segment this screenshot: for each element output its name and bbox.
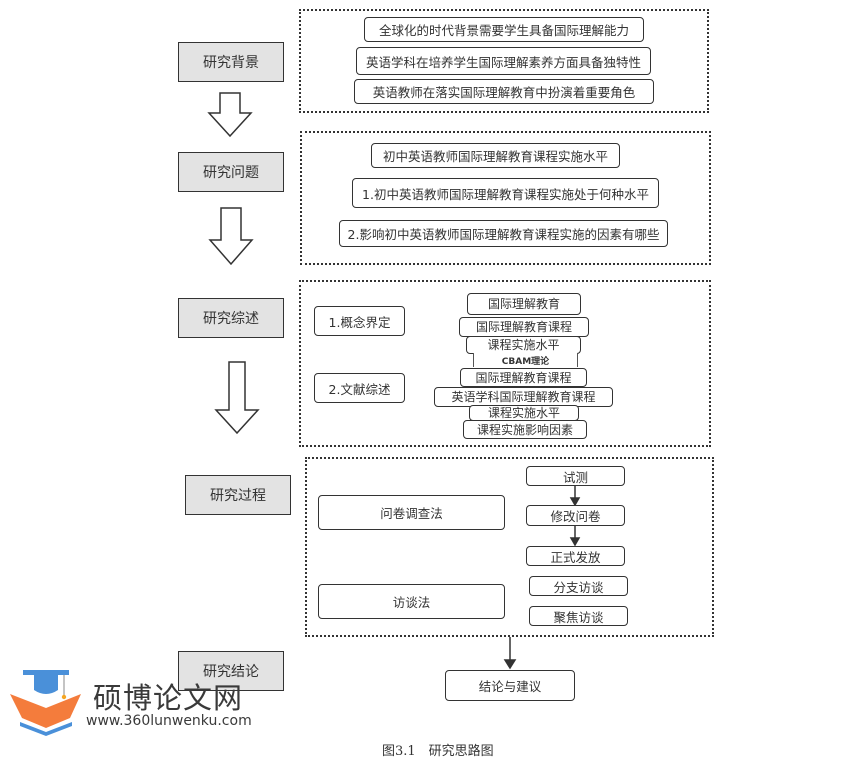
question-main-text: 初中英语教师国际理解教育课程实施水平 bbox=[382, 149, 608, 164]
questions-group bbox=[300, 131, 711, 265]
stage-label: 研究背景 bbox=[203, 55, 259, 71]
literature-item-text: 课程实施影响因素 bbox=[476, 422, 573, 437]
background-group bbox=[299, 9, 709, 113]
watermark-url: www.360lunwenku.com bbox=[86, 713, 252, 729]
survey-step-text: 修改问卷 bbox=[550, 509, 601, 524]
conclusion-box: 结论与建议 bbox=[445, 670, 575, 701]
literature-item: 课程实施水平 bbox=[469, 405, 579, 421]
literature-item: 课程实施影响因素 bbox=[463, 420, 587, 439]
stage-research-process: 研究过程 bbox=[185, 475, 291, 515]
concept-item-text: 国际理解教育 bbox=[487, 297, 560, 311]
arrow-head-icon bbox=[569, 497, 581, 507]
background-item: 全球化的时代背景需要学生具备国际理解能力 bbox=[364, 17, 644, 42]
interview-method-label: 访谈法 bbox=[392, 595, 431, 610]
stage-research-background: 研究背景 bbox=[178, 42, 284, 82]
interview-method-box: 访谈法 bbox=[318, 584, 505, 619]
survey-method-label: 问卷调查法 bbox=[380, 506, 443, 521]
background-item: 英语教师在落实国际理解教育中扮演着重要角色 bbox=[354, 79, 654, 104]
stage-label: 研究结论 bbox=[203, 664, 259, 680]
literature-item: 英语学科国际理解教育课程 bbox=[434, 387, 613, 407]
review-group bbox=[299, 280, 711, 447]
graduation-book-logo-icon bbox=[10, 670, 81, 736]
watermark-name: 硕博论文网 bbox=[93, 681, 244, 715]
background-item-text: 全球化的时代背景需要学生具备国际理解能力 bbox=[378, 23, 629, 38]
concept-item: 国际理解教育 bbox=[467, 293, 581, 315]
literature-item-text: 英语学科国际理解教育课程 bbox=[451, 390, 596, 404]
literature-review-label: 2.文献综述 bbox=[328, 381, 391, 397]
stage-label: 研究问题 bbox=[203, 165, 259, 181]
interview-type: 聚焦访谈 bbox=[529, 606, 628, 626]
stage-research-question: 研究问题 bbox=[178, 152, 284, 192]
interview-type: 分支访谈 bbox=[529, 576, 628, 596]
literature-review-box: 2.文献综述 bbox=[314, 373, 405, 403]
survey-step: 正式发放 bbox=[526, 546, 625, 566]
background-item-text: 英语学科在培养学生国际理解素养方面具备独特性 bbox=[365, 54, 641, 70]
survey-step-text: 正式发放 bbox=[550, 549, 601, 565]
literature-item-text: 课程实施水平 bbox=[487, 406, 560, 420]
question-item: 1.初中英语教师国际理解教育课程实施处于何种水平 bbox=[352, 178, 659, 208]
conclusion-label: 结论与建议 bbox=[478, 679, 542, 694]
concept-item-text: 课程实施水平 bbox=[487, 338, 560, 352]
stage-label: 研究综述 bbox=[203, 311, 259, 327]
literature-item-text: 国际理解教育课程 bbox=[475, 370, 572, 385]
down-arrow-icon bbox=[214, 361, 260, 435]
survey-step: 修改问卷 bbox=[526, 505, 625, 526]
background-item-text: 英语教师在落实国际理解教育中扮演着重要角色 bbox=[372, 85, 636, 100]
concept-definition-box: 1.概念界定 bbox=[314, 306, 405, 336]
question-item-text: 1.初中英语教师国际理解教育课程实施处于何种水平 bbox=[362, 186, 649, 202]
survey-step: 试测 bbox=[526, 466, 625, 486]
question-main: 初中英语教师国际理解教育课程实施水平 bbox=[371, 143, 620, 168]
question-item: 2.影响初中英语教师国际理解教育课程实施的因素有哪些 bbox=[339, 220, 668, 247]
background-item: 英语学科在培养学生国际理解素养方面具备独特性 bbox=[356, 47, 651, 75]
cbam-theory-box: CBAM理论 bbox=[473, 353, 578, 367]
concept-definition-label: 1.概念界定 bbox=[328, 314, 391, 330]
arrow-head-icon bbox=[569, 537, 581, 547]
arrow-head-icon bbox=[503, 659, 517, 670]
figure-caption: 图3.1 研究思路图 bbox=[382, 744, 494, 759]
stage-research-review: 研究综述 bbox=[178, 298, 284, 338]
down-arrow-icon bbox=[208, 207, 254, 266]
cbam-theory-text: CBAM理论 bbox=[501, 356, 550, 367]
survey-method-box: 问卷调查法 bbox=[318, 495, 505, 530]
concept-item-text: 国际理解教育课程 bbox=[475, 320, 572, 334]
survey-step-text: 试测 bbox=[562, 469, 588, 485]
stage-research-conclusion: 研究结论 bbox=[178, 651, 284, 691]
process-group bbox=[305, 457, 714, 637]
down-arrow-icon bbox=[207, 92, 253, 138]
literature-item: 国际理解教育课程 bbox=[460, 368, 587, 387]
concept-item: 国际理解教育课程 bbox=[459, 317, 589, 337]
interview-type-text: 分支访谈 bbox=[553, 579, 604, 595]
interview-type-text: 聚焦访谈 bbox=[553, 609, 604, 625]
stage-label: 研究过程 bbox=[210, 488, 266, 504]
question-item-text: 2.影响初中英语教师国际理解教育课程实施的因素有哪些 bbox=[347, 227, 660, 242]
concept-item: 课程实施水平 bbox=[466, 336, 581, 354]
